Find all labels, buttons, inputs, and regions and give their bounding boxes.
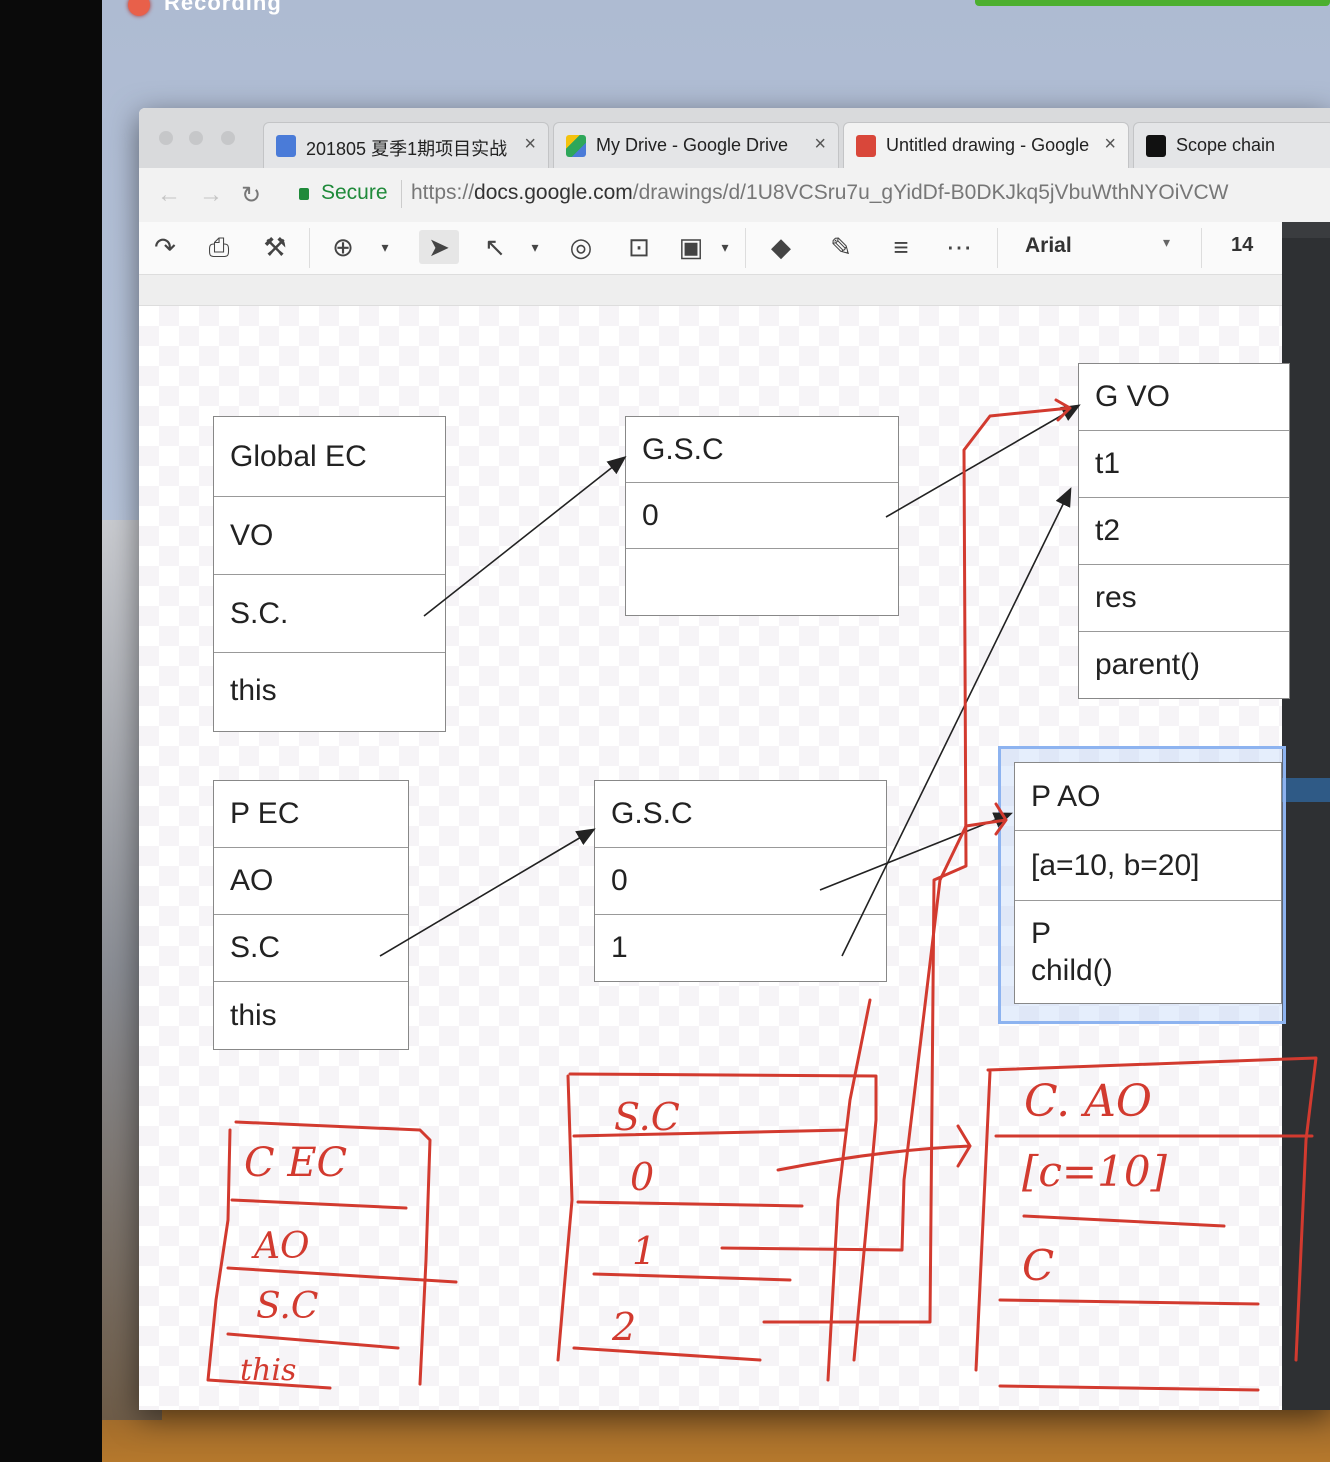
text-box-icon[interactable]: ⊡ <box>628 232 650 262</box>
border-weight-icon[interactable]: ≡ <box>893 232 909 262</box>
forward-arrow-icon[interactable]: → <box>199 181 223 208</box>
pao-box[interactable]: P AO [a=10, b=20] P child() <box>1014 762 1282 1004</box>
pec-row: S.C <box>214 915 408 982</box>
tab-docs[interactable]: 201805 夏季1期项目实战 × <box>263 122 549 169</box>
tab-close-icon[interactable]: × <box>524 133 536 155</box>
reload-icon[interactable]: ↻ <box>241 182 262 209</box>
ruler-bar <box>139 275 1330 306</box>
tab-scope-chain[interactable]: Scope chain <box>1133 122 1330 169</box>
recording-label: Recording <box>164 0 282 15</box>
gvo-row: t1 <box>1079 431 1289 498</box>
tab-strip: 201805 夏季1期项目实战 × My Drive - Google Driv… <box>139 108 1330 169</box>
gsc-top-row: 0 <box>626 483 898 549</box>
font-family-select[interactable]: Arial <box>1025 234 1072 257</box>
gsc-top-box[interactable]: G.S.C 0 <box>625 416 899 616</box>
pao-row: P child() <box>1031 916 1113 988</box>
image-dropdown-caret-icon[interactable]: ▾ <box>721 239 729 255</box>
lock-icon <box>299 188 309 200</box>
global-ec-box[interactable]: Global EC VO S.C. this <box>213 416 446 732</box>
line-tool-icon[interactable]: ↖ <box>484 232 506 262</box>
gsc-top-row <box>626 549 898 615</box>
gvo-row: t2 <box>1079 498 1289 565</box>
tab-drawings[interactable]: Untitled drawing - Google Drawings × <box>843 122 1129 169</box>
border-dash-icon[interactable]: ⋯ <box>946 232 972 262</box>
url-field[interactable]: https://docs.google.com/drawings/d/1U8VC… <box>411 181 1228 205</box>
drawing-toolbar: ↷ ⎙ ⚒ ⊕ ▾ ➤ ↖ ▾ ◎ ⊡ ▣ ▾ ◆ ✎ ≡ ⋯ Arial ▾ … <box>139 222 1330 275</box>
tab-title: 201805 夏季1期项目实战 <box>306 139 508 159</box>
window-minimize-button[interactable] <box>189 131 203 145</box>
pec-row: AO <box>214 848 408 915</box>
pec-title: P EC <box>214 781 408 848</box>
url-scheme: https:// <box>411 181 475 204</box>
zoom-icon[interactable]: ⊕ <box>332 232 354 262</box>
select-arrow-icon[interactable]: ➤ <box>419 230 459 264</box>
pao-row: [a=10, b=20] <box>1015 831 1281 901</box>
gsc-bottom-row: 1 <box>611 931 628 964</box>
fill-color-icon[interactable]: ◆ <box>771 232 791 262</box>
image-icon[interactable]: ▣ <box>678 232 704 262</box>
gvo-row: parent() <box>1095 648 1201 681</box>
shape-tool-icon[interactable]: ◎ <box>569 232 593 262</box>
gsc-bottom-box[interactable]: G.S.C 0 1 <box>594 780 887 982</box>
tab-title: Scope chain <box>1176 135 1276 155</box>
global-ec-row: S.C. <box>214 575 445 653</box>
toolbar-divider <box>745 228 746 268</box>
address-bar: ← → ↻ Secure https://docs.google.com/dra… <box>139 168 1330 223</box>
back-arrow-icon[interactable]: ← <box>157 181 181 208</box>
gvo-title: G VO <box>1079 364 1289 431</box>
background-window-edge <box>975 0 1330 6</box>
recording-indicator-icon <box>128 0 150 16</box>
drive-icon <box>566 135 586 157</box>
gvo-box[interactable]: G VO t1 t2 res parent() <box>1078 363 1290 699</box>
global-ec-title: Global EC <box>214 417 445 497</box>
ide-selected-line <box>1282 778 1330 802</box>
border-color-icon[interactable]: ✎ <box>830 232 852 262</box>
toolbar-divider <box>1201 228 1202 268</box>
gsc-bottom-row: 0 <box>595 848 886 915</box>
url-host: docs.google.com <box>474 181 633 204</box>
pao-title: P AO <box>1015 763 1281 831</box>
line-dropdown-caret-icon[interactable]: ▾ <box>531 239 539 255</box>
redo-icon[interactable]: ↷ <box>154 232 176 262</box>
tab-title: Untitled drawing - Google Drawings <box>886 135 1094 155</box>
gsc-bottom-title: G.S.C <box>595 781 886 848</box>
gsc-top-title: G.S.C <box>626 417 898 483</box>
tab-close-icon[interactable]: × <box>1104 133 1116 155</box>
tab-title: My Drive - Google Drive <box>596 135 789 155</box>
docs-icon <box>276 135 296 157</box>
window-zoom-button[interactable] <box>221 131 235 145</box>
zoom-dropdown-caret-icon[interactable]: ▾ <box>381 239 389 255</box>
pec-box[interactable]: P EC AO S.C this <box>213 780 409 1050</box>
font-dropdown-caret-icon[interactable]: ▾ <box>1163 234 1171 250</box>
tab-close-icon[interactable]: × <box>814 133 826 155</box>
gvo-row: res <box>1079 565 1289 632</box>
toolbar-divider <box>997 228 998 268</box>
webstorm-icon <box>1146 135 1166 157</box>
font-size-select[interactable]: 14 <box>1231 234 1254 256</box>
global-ec-row: VO <box>214 497 445 575</box>
toolbar-divider <box>309 228 310 268</box>
drawings-icon <box>856 135 876 157</box>
pec-row: this <box>230 998 277 1032</box>
url-path: /drawings/d/1U8VCSru7u_gYidDf-B0DKJkq5jV… <box>632 181 1229 204</box>
paint-format-icon[interactable]: ⚒ <box>263 232 287 262</box>
window-close-button[interactable] <box>159 131 173 145</box>
address-separator <box>401 180 402 208</box>
print-icon[interactable]: ⎙ <box>208 232 230 262</box>
tab-drive[interactable]: My Drive - Google Drive × <box>553 122 839 169</box>
global-ec-row: this <box>230 674 277 707</box>
secure-label: Secure <box>321 181 388 204</box>
